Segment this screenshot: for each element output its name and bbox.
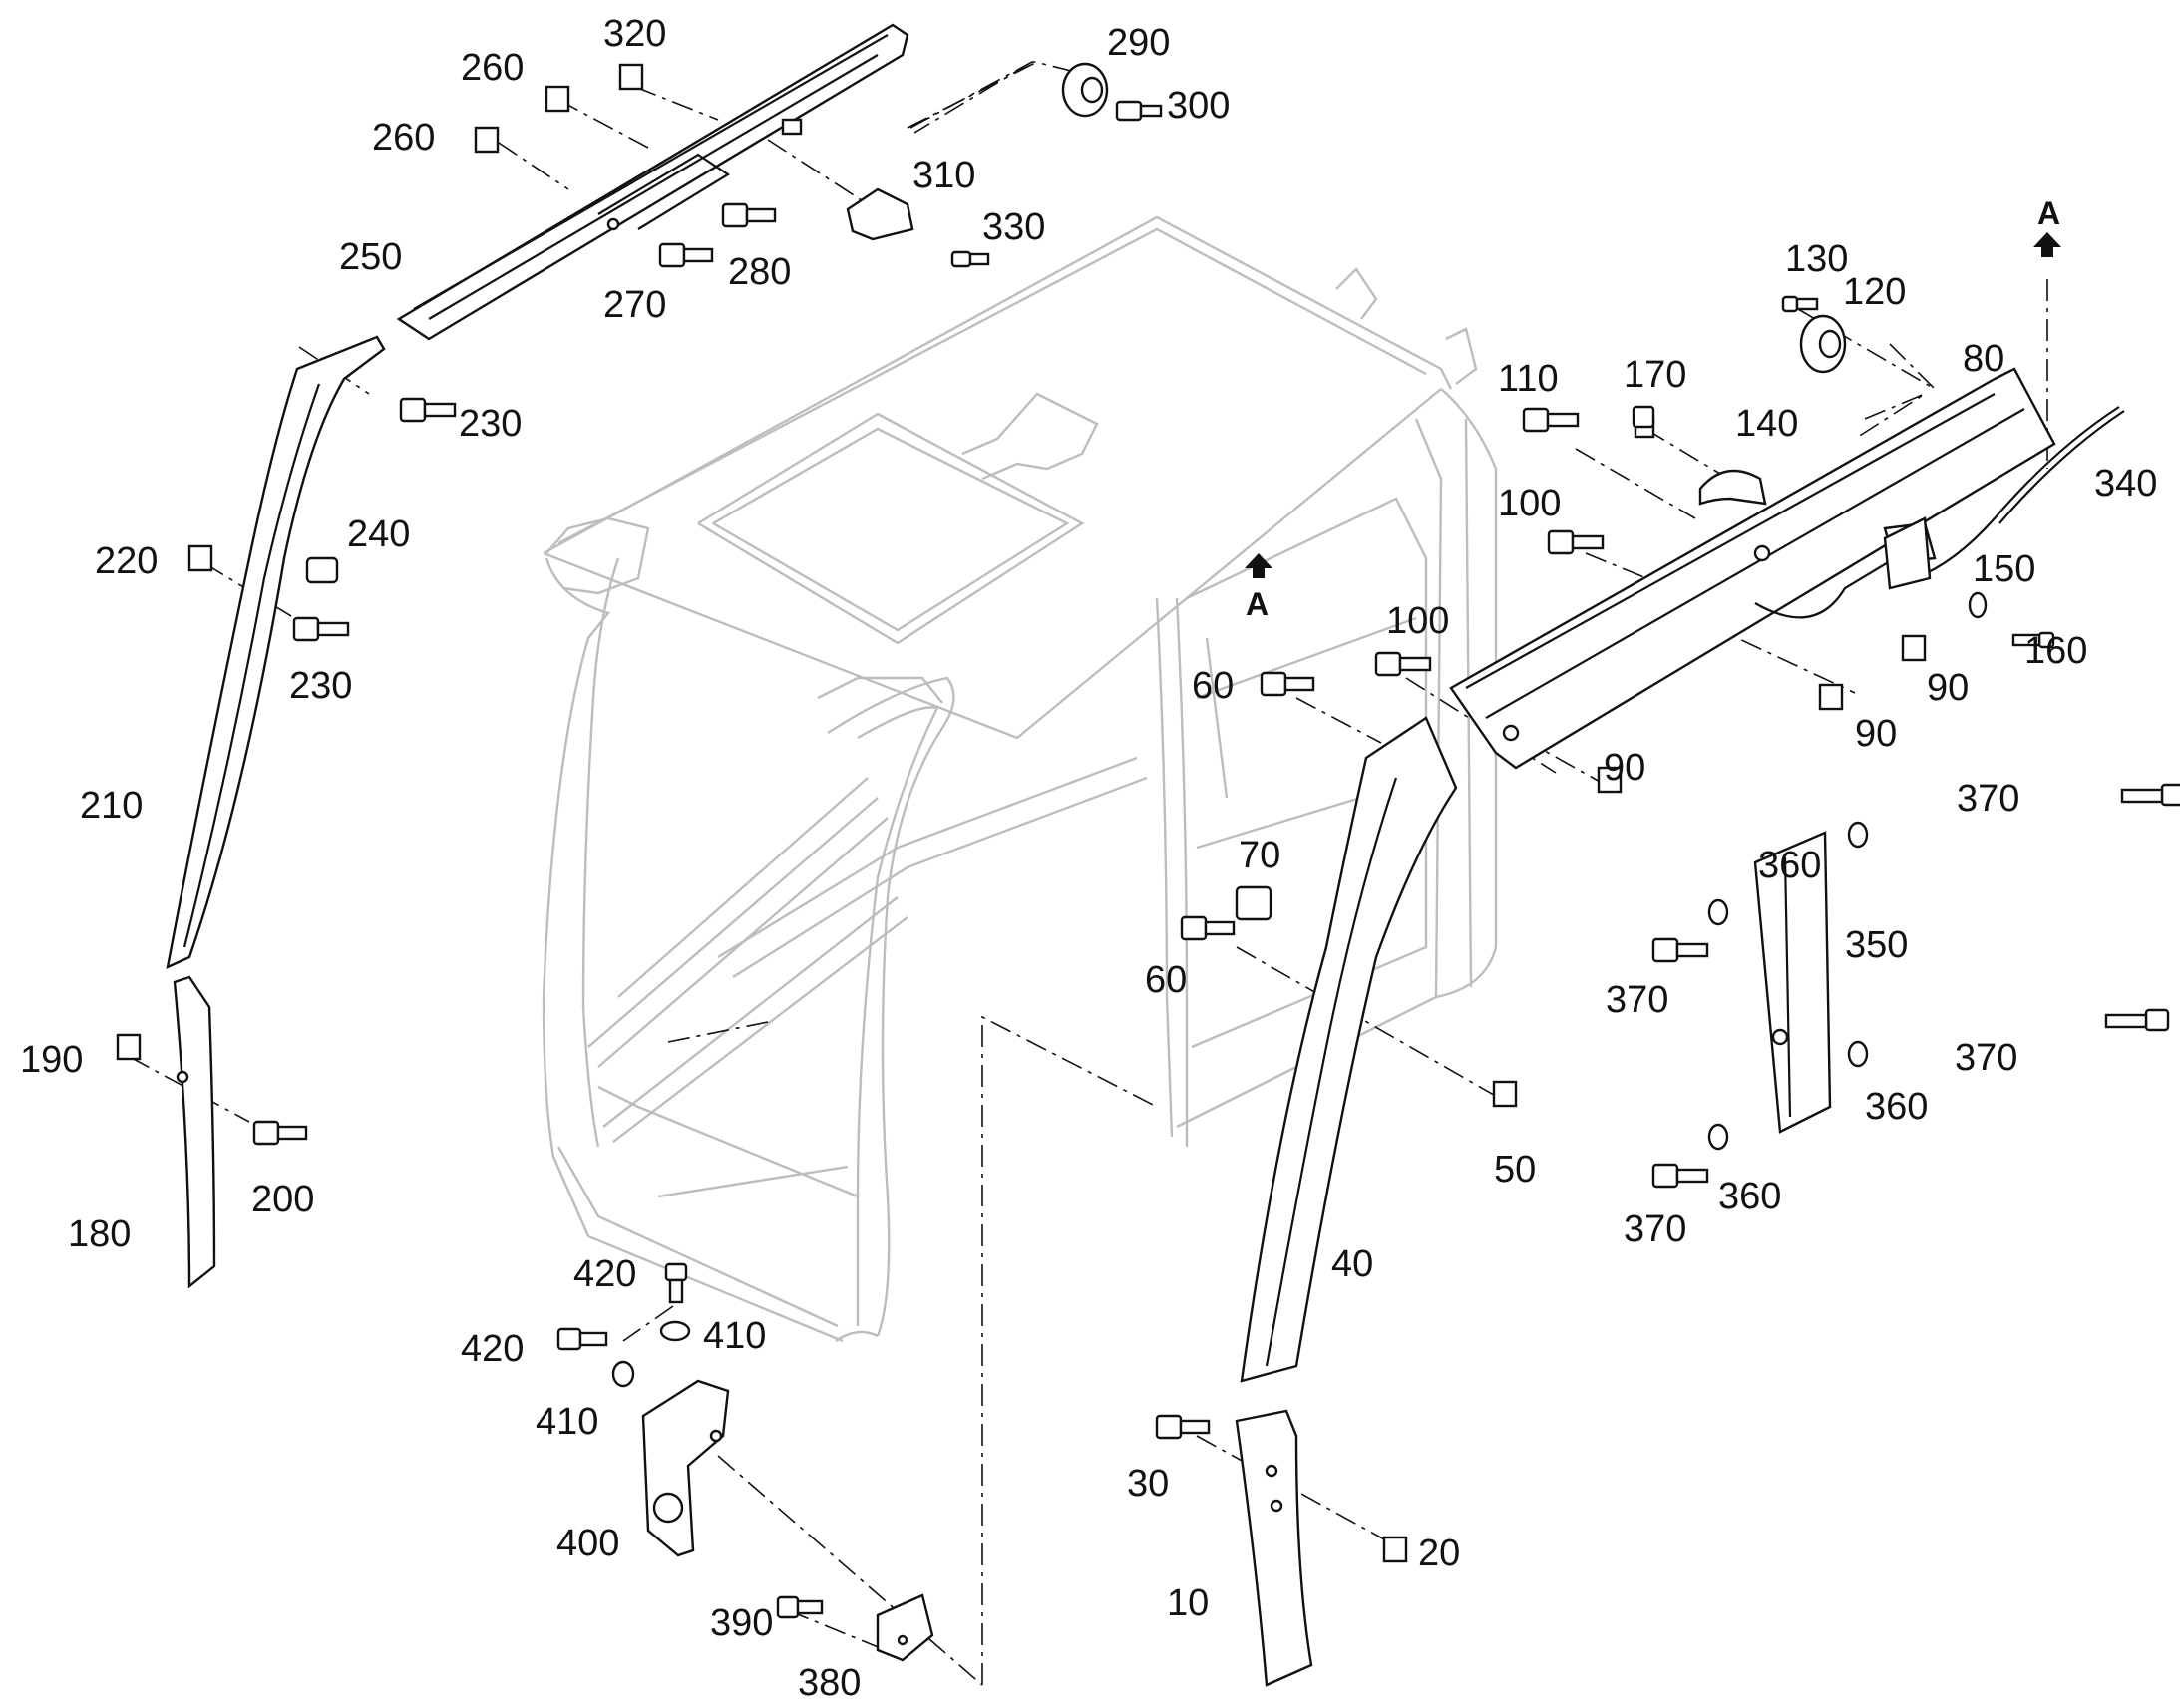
callout-300: 300 (1167, 85, 1230, 127)
callout-330: 330 (982, 206, 1045, 248)
callout-280: 280 (728, 251, 791, 293)
callout-410: 410 (536, 1401, 598, 1443)
callout-380: 380 (798, 1662, 861, 1704)
callout-260: 260 (372, 117, 435, 159)
callout-100: 100 (1498, 483, 1561, 524)
callout-210: 210 (80, 785, 143, 827)
callout-340: 340 (2094, 463, 2157, 505)
part-290-roller (1061, 62, 1109, 118)
part-150-plate (1883, 516, 1932, 590)
callout-360: 360 (1718, 1176, 1781, 1217)
part-310-hinge (846, 187, 914, 241)
callout-350: 350 (1845, 924, 1908, 966)
part-80-rear-rail (1449, 367, 2056, 770)
callout-90: 90 (1927, 667, 1969, 709)
callout-170: 170 (1624, 354, 1686, 396)
clip-nuts (116, 63, 1927, 1563)
part-380-bracket (876, 1593, 934, 1662)
callout-30: 30 (1127, 1463, 1169, 1505)
callout-390: 390 (710, 1602, 773, 1644)
callout-190: 190 (20, 1039, 83, 1081)
bolts (252, 100, 2180, 1619)
cab-frame (542, 215, 1498, 1343)
callout-420: 420 (573, 1253, 636, 1295)
callout-370: 370 (1955, 1037, 2017, 1079)
part-70-spacer (1235, 885, 1272, 921)
callout-220: 220 (95, 540, 158, 582)
callout-60: 60 (1145, 959, 1187, 1001)
callout-40: 40 (1331, 1243, 1373, 1285)
callout-290: 290 (1107, 22, 1170, 64)
callout-90: 90 (1604, 747, 1645, 789)
callout-110: 110 (1498, 358, 1559, 400)
svg-text:A: A (1246, 586, 1269, 622)
callout-420: 420 (461, 1328, 524, 1370)
part-180-lower-left-post (173, 975, 216, 1289)
svg-text:A: A (2037, 195, 2060, 231)
callout-10: 10 (1167, 1582, 1209, 1624)
callout-360: 360 (1758, 845, 1821, 886)
callout-80: 80 (1963, 338, 2004, 380)
part-210-left-pillar (166, 335, 386, 970)
leader-lines (129, 61, 2048, 1686)
callout-320: 320 (603, 13, 666, 55)
callout-230: 230 (459, 403, 522, 445)
callout-230: 230 (289, 665, 352, 707)
callout-100: 100 (1386, 600, 1449, 642)
part-250-roof-rail (396, 23, 909, 341)
callout-370: 370 (1606, 979, 1668, 1021)
callout-20: 20 (1418, 1533, 1460, 1574)
callout-400: 400 (556, 1523, 619, 1564)
part-340-strip (1914, 406, 2125, 580)
callout-240: 240 (347, 513, 410, 555)
part-40-right-pillar (1240, 716, 1458, 1383)
callout-150: 150 (1973, 548, 2035, 590)
washers (611, 591, 1988, 1388)
callout-120: 120 (1843, 271, 1906, 313)
callout-70: 70 (1239, 835, 1280, 876)
callout-90: 90 (1855, 713, 1897, 755)
part-400-bracket (641, 1379, 730, 1557)
callout-200: 200 (251, 1179, 314, 1220)
part-120-roller (1799, 314, 1847, 374)
callout-50: 50 (1494, 1149, 1536, 1191)
view-marker-a-top: A (2033, 195, 2061, 257)
view-marker-a-middle: A (1245, 553, 1272, 622)
callout-260: 260 (461, 47, 524, 89)
callout-410: 410 (703, 1315, 766, 1357)
callout-160: 160 (2024, 630, 2087, 672)
callout-270: 270 (603, 284, 666, 326)
callout-360: 360 (1865, 1086, 1928, 1128)
part-350-panel (1753, 831, 1832, 1134)
part-240-spacer (305, 556, 339, 584)
callout-140: 140 (1735, 403, 1798, 445)
callout-310: 310 (912, 155, 975, 196)
callout-60: 60 (1192, 665, 1234, 707)
part-10-lower-right-post (1235, 1409, 1313, 1687)
callout-370: 370 (1957, 778, 2019, 820)
callout-180: 180 (68, 1213, 131, 1255)
callout-130: 130 (1785, 238, 1848, 280)
callout-250: 250 (339, 236, 402, 278)
callout-370: 370 (1624, 1208, 1686, 1250)
part-140-clip (1698, 469, 1767, 506)
